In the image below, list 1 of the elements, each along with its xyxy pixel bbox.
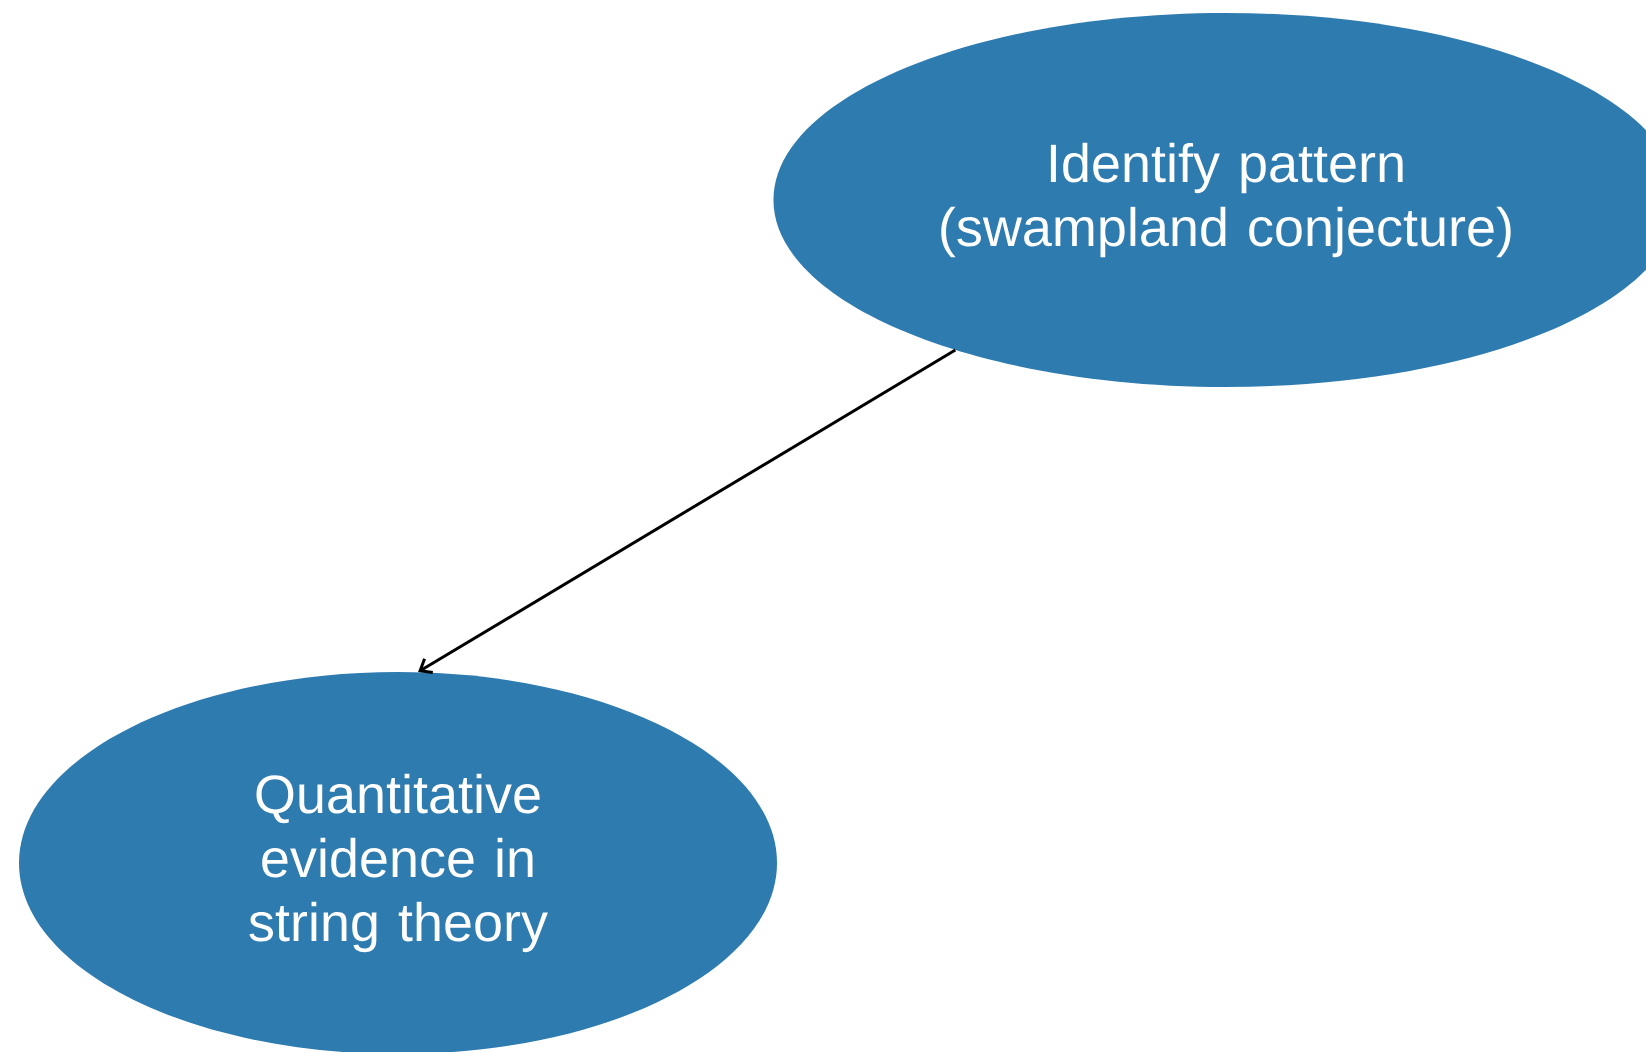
- arrow: [418, 348, 957, 675]
